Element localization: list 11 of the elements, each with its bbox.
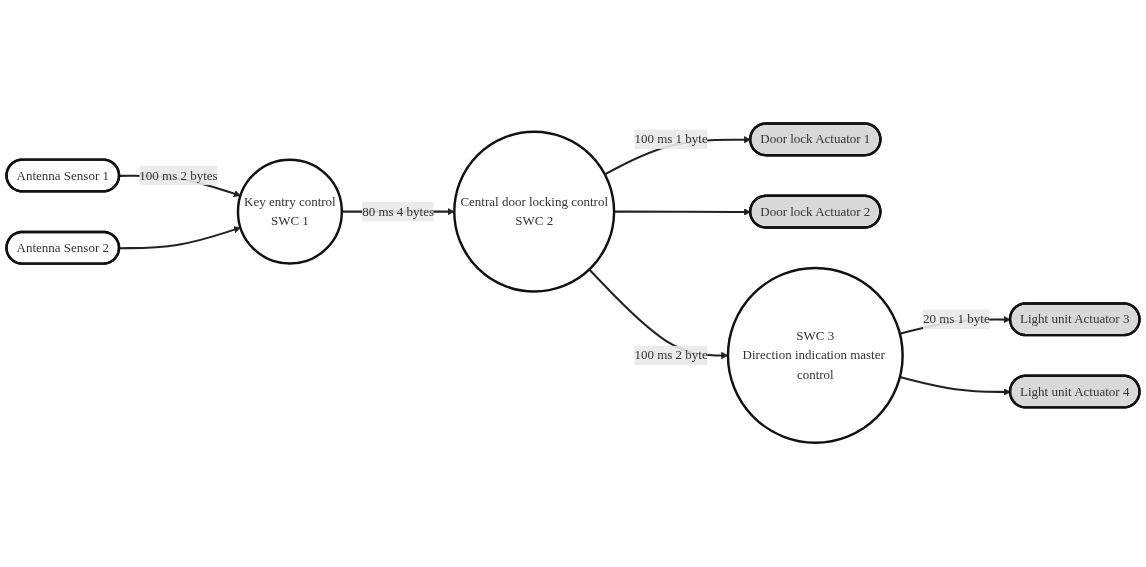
edge-label: 80 ms 4 bytes [362,204,434,219]
edge-label: 100 ms 1 byte [634,132,708,147]
edge-label: 20 ms 1 byte [922,312,990,327]
node-circle: Key entry control SWC 1 [236,158,344,266]
edge-label: 100 ms 2 bytes [139,168,218,183]
arrow [119,226,241,250]
arrow [899,376,1011,396]
node-circle: SWC 3 Direction indication master control [726,267,904,445]
node-circle: Central door locking control SWC 2 [453,130,616,294]
edge-label: 100 ms 2 byte [634,348,708,363]
arrow [614,208,751,216]
